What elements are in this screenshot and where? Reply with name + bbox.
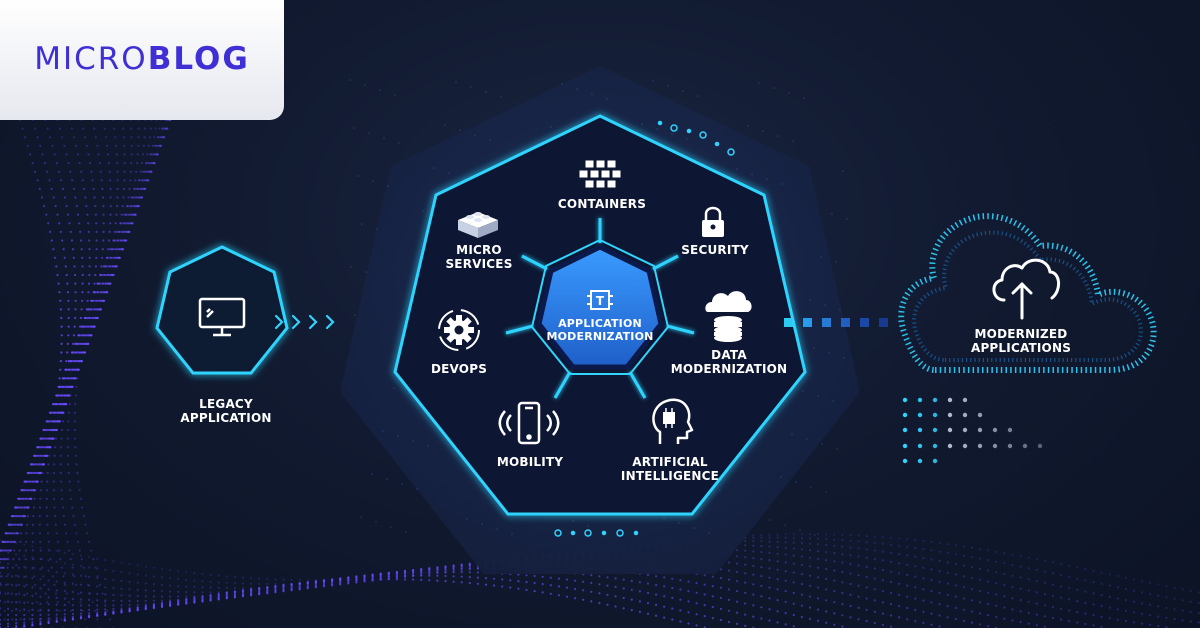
- modernized-label: MODERNIZED APPLICATIONS: [971, 327, 1071, 355]
- legacy-heptagon: [155, 245, 289, 375]
- center-label-line1: APPLICATION: [558, 317, 642, 330]
- decor-dots-top: [657, 120, 735, 156]
- brand-logo-box: MICROBLOG: [0, 0, 284, 120]
- security-label-line1: SECURITY: [681, 243, 749, 257]
- lego-brick-icon: [458, 212, 498, 238]
- ai-label: ARTIFICIAL INTELLIGENCE: [621, 455, 719, 483]
- brand-prefix: MICRO: [34, 41, 148, 77]
- decor-dots-bottom: [554, 529, 639, 537]
- micro-services-label: MICRO SERVICES: [445, 243, 512, 271]
- modernized-label-line1: MODERNIZED: [974, 327, 1068, 341]
- chip-icon: T: [587, 290, 613, 310]
- data-modernization-label: DATA MODERNIZATION: [671, 348, 788, 376]
- cloud-upload-icon: [992, 258, 1060, 320]
- ai-label-line2: INTELLIGENCE: [620, 469, 720, 483]
- containers-label: CONTAINERS: [558, 197, 646, 211]
- gear-icon: [438, 309, 480, 351]
- center-label-line2: MODERNIZATION: [546, 330, 654, 343]
- brand-suffix: BLOG: [147, 41, 250, 77]
- micro-services-label-line1: MICRO: [456, 243, 502, 257]
- cloud-shape: [898, 213, 1157, 373]
- center-label: APPLICATION MODERNIZATION: [546, 317, 653, 343]
- svg-text:T: T: [596, 294, 605, 308]
- smartphone-icon: [498, 401, 560, 445]
- ai-label-line1: ARTIFICIAL: [632, 455, 708, 469]
- center-heptagon: [536, 244, 664, 370]
- dot-grid: [902, 397, 1043, 464]
- brand-logo: MICROBLOG: [34, 41, 250, 77]
- center-heptagon-ring: [530, 238, 670, 375]
- connector-squares: [784, 318, 888, 327]
- legacy-label-line2: APPLICATION: [180, 411, 272, 425]
- modernized-label-line2: APPLICATIONS: [970, 341, 1072, 355]
- data-modernization-label-line1: DATA: [711, 348, 747, 362]
- micro-services-label-line2: SERVICES: [445, 257, 513, 271]
- mobility-label: MOBILITY: [497, 455, 563, 469]
- ai-head-icon: [652, 398, 694, 444]
- database-cloud-icon: [705, 291, 752, 342]
- containers-label-line1: CONTAINERS: [557, 197, 647, 211]
- devops-label-line1: DEVOPS: [430, 362, 488, 376]
- data-modernization-label-line2: MODERNIZATION: [670, 362, 788, 376]
- lock-icon: [702, 206, 724, 237]
- legacy-label: LEGACY APPLICATION: [180, 397, 271, 425]
- devops-label: DEVOPS: [431, 362, 487, 376]
- spoke-connectors: [505, 218, 695, 399]
- legacy-label-line1: LEGACY: [199, 397, 253, 411]
- flow-arrows: [274, 314, 335, 330]
- security-label: SECURITY: [681, 243, 749, 257]
- monitor-icon: [198, 297, 246, 337]
- mobility-label-line1: MOBILITY: [496, 455, 564, 469]
- containers-icon: [578, 159, 622, 189]
